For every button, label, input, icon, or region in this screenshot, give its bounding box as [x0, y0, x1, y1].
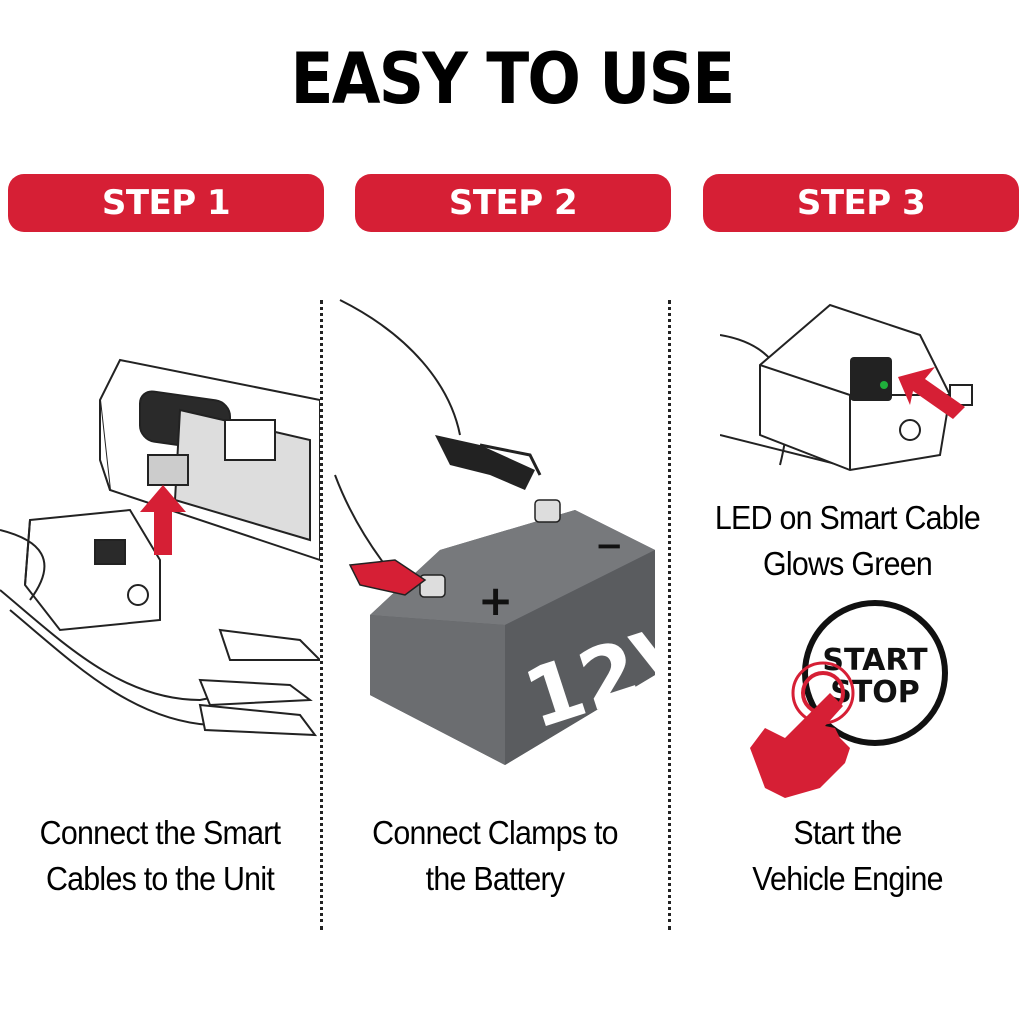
page-title: EASY TO USE: [290, 38, 736, 120]
step-2-caption: Connect Clamps to the Battery: [357, 810, 633, 902]
led-icon: [880, 381, 888, 389]
start-label: START: [822, 643, 928, 678]
battery-minus-label: −: [595, 526, 624, 566]
battery-plus-label: +: [478, 576, 513, 625]
smart-cable-icon: [720, 303, 973, 472]
step-2-badge: STEP 2: [355, 174, 671, 232]
step-2-caption-line1: Connect Clamps to: [372, 814, 618, 851]
step-3-caption2-line1: Start the: [793, 814, 902, 851]
step-2-caption-line2: the Battery: [425, 860, 565, 897]
hand-pointer-icon: [750, 693, 850, 798]
pointer-arrow-icon: [898, 367, 965, 419]
step-3-caption-2: Start the Vehicle Engine: [707, 810, 988, 902]
divider-2: [668, 300, 671, 930]
step-3-caption2-line2: Vehicle Engine: [752, 860, 943, 897]
battery-icon: + − 12V: [334, 299, 660, 765]
step-3-caption: LED on Smart Cable Glows Green: [707, 495, 988, 587]
up-arrow-icon: [140, 485, 186, 555]
clamp-icon: [435, 435, 542, 490]
step-1-caption-line1: Connect the Smart: [39, 814, 281, 851]
step-1-caption: Connect the Smart Cables to the Unit: [22, 810, 298, 902]
step-3-caption-line1: LED on Smart Cable: [714, 499, 981, 536]
jump-starter-unit-icon: [0, 358, 320, 737]
stop-label: STOP: [830, 675, 920, 710]
start-stop-button-icon: START STOP: [750, 600, 948, 798]
step-1-badge: STEP 1: [8, 174, 324, 232]
step-3-caption-line2: Glows Green: [762, 545, 933, 582]
step-3-badge: STEP 3: [703, 174, 1019, 232]
divider-1: [320, 300, 323, 930]
step-1-caption-line2: Cables to the Unit: [45, 860, 275, 897]
led-panel: [850, 357, 892, 401]
